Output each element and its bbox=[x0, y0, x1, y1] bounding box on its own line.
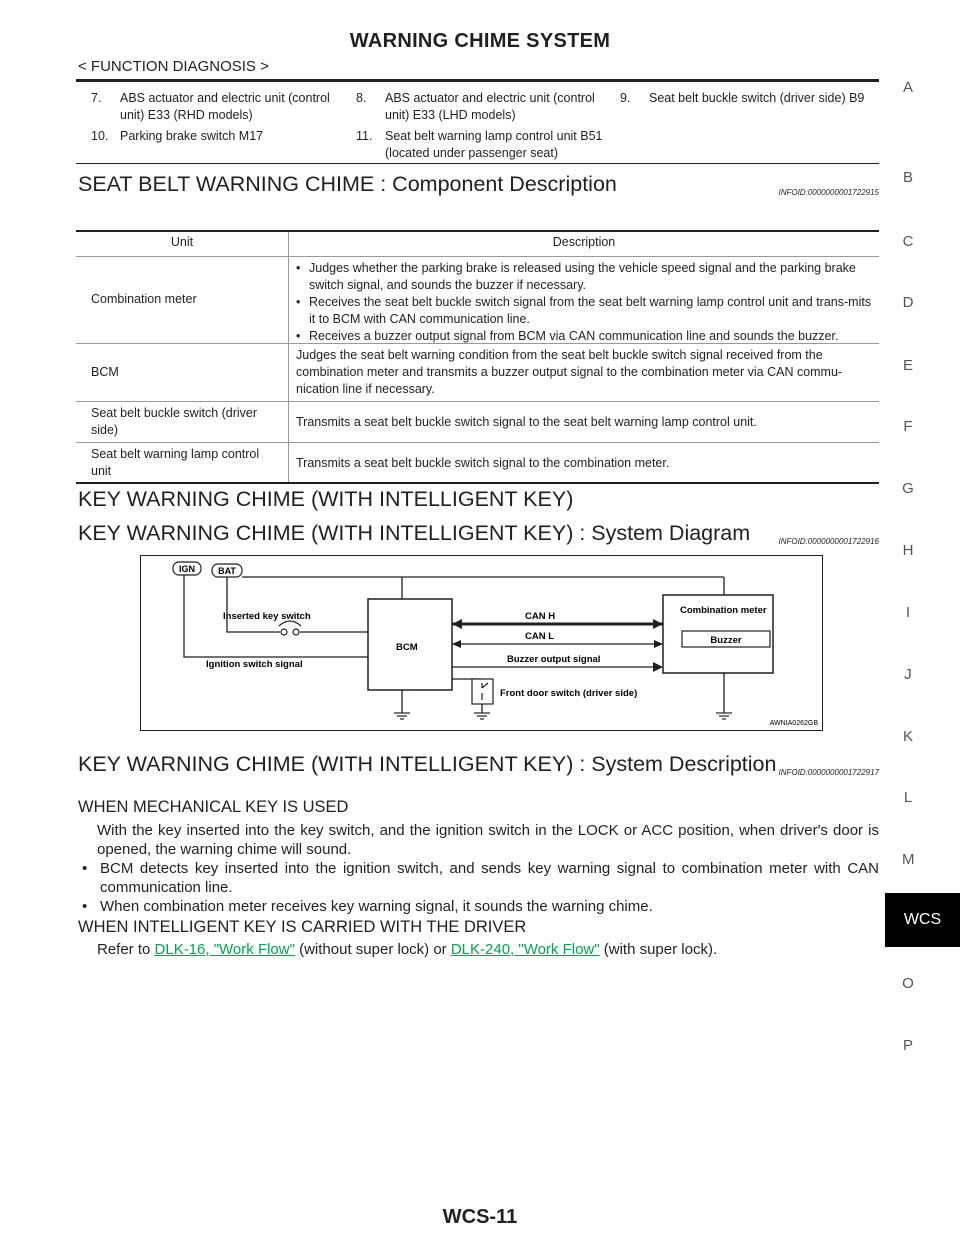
table-column-divider bbox=[288, 232, 289, 483]
page-number: WCS-11 bbox=[442, 1206, 518, 1228]
can-h-arrow-left bbox=[452, 619, 462, 629]
page-title: WARNING CHIME SYSTEM bbox=[349, 30, 611, 52]
buzzer-output-arrow bbox=[653, 662, 663, 672]
refer-mid: (without super lock) or bbox=[294, 941, 451, 958]
side-index-m[interactable]: M bbox=[902, 851, 915, 868]
side-index-h[interactable]: H bbox=[902, 542, 914, 559]
list-item: BCM detects key inserted into the igniti… bbox=[79, 859, 879, 897]
table-bottom-rule bbox=[76, 482, 879, 484]
side-index-b[interactable]: B bbox=[902, 169, 913, 186]
side-tab-wcs[interactable]: WCS bbox=[885, 893, 960, 947]
ign-terminal bbox=[172, 561, 202, 576]
side-index-j[interactable]: J bbox=[904, 666, 912, 683]
paragraph-mechanical-key: With the key inserted into the key switc… bbox=[97, 822, 879, 858]
bat-label: BAT bbox=[218, 566, 236, 576]
table-cell-unit: BCM bbox=[91, 365, 119, 379]
list-item: Judges whether the parking brake is rele… bbox=[290, 260, 880, 294]
can-l-label: CAN L bbox=[525, 631, 554, 642]
ground-symbol bbox=[716, 712, 732, 720]
side-index-f[interactable]: F bbox=[903, 418, 913, 435]
info-id: INFOID:0000000001722915 bbox=[778, 188, 879, 197]
ground-symbol bbox=[474, 712, 490, 720]
side-index-e[interactable]: E bbox=[902, 357, 913, 374]
table-cell-description: Transmits a seat belt buckle switch sign… bbox=[296, 415, 757, 429]
ignition-wire bbox=[183, 575, 368, 658]
mechanical-key-bullets: BCM detects key inserted into the igniti… bbox=[79, 859, 879, 916]
side-index-k[interactable]: K bbox=[902, 728, 913, 745]
table-cell-unit: Seat belt buckle switch (driver side) bbox=[91, 406, 258, 437]
buzzer-box bbox=[681, 630, 771, 648]
side-index-a[interactable]: A bbox=[902, 79, 913, 96]
table-cell-description: Judges the seat belt warning condition f… bbox=[296, 348, 843, 396]
inserted-key-switch-label: Inserted key switch bbox=[223, 611, 311, 622]
diagram-code: AWNIA0262GB bbox=[770, 720, 819, 727]
table-cell-description: Transmits a seat belt buckle switch sign… bbox=[296, 456, 670, 470]
table-cell-description: Judges whether the parking brake is rele… bbox=[290, 260, 880, 345]
can-h-label: CAN H bbox=[525, 611, 555, 622]
key-switch-arc bbox=[278, 620, 302, 627]
section-heading-component-description: SEAT BELT WARNING CHIME : Component Desc… bbox=[78, 172, 617, 196]
bcm-box bbox=[367, 598, 453, 691]
system-diagram: IGN BAT Inserted key switch Ignition swi… bbox=[140, 555, 823, 731]
front-door-switch-box bbox=[471, 678, 494, 705]
side-index-i[interactable]: I bbox=[905, 604, 911, 621]
side-index-g[interactable]: G bbox=[902, 480, 914, 497]
table-rule bbox=[76, 256, 879, 257]
can-h-arrow-right bbox=[653, 619, 663, 629]
front-door-switch-label: Front door switch (driver side) bbox=[500, 688, 637, 699]
buzzer-label: Buzzer bbox=[710, 635, 741, 646]
section-heading-system-diagram: KEY WARNING CHIME (WITH INTELLIGENT KEY)… bbox=[78, 521, 751, 545]
table-header-description: Description bbox=[552, 235, 616, 249]
can-l-arrow-right bbox=[654, 640, 663, 648]
link-dlk-16[interactable]: DLK-16, "Work Flow" bbox=[154, 941, 295, 958]
page-subtitle: < FUNCTION DIAGNOSIS > bbox=[78, 58, 269, 75]
list-item: Receives the seat belt buckle switch sig… bbox=[290, 294, 880, 328]
table-rule bbox=[76, 442, 879, 443]
table-rule bbox=[76, 401, 879, 402]
section-heading-system-description: KEY WARNING CHIME (WITH INTELLIGENT KEY)… bbox=[78, 752, 777, 776]
refer-prefix: Refer to bbox=[97, 941, 155, 958]
side-index-c[interactable]: C bbox=[902, 233, 914, 250]
header-rule bbox=[76, 79, 879, 82]
legend-item-11: 11. Seat belt warning lamp control unit … bbox=[356, 129, 603, 160]
list-item: When combination meter receives key warn… bbox=[79, 897, 879, 916]
legend-item-8: 8. ABS actuator and electric unit (contr… bbox=[356, 91, 595, 122]
legend-bottom-rule bbox=[76, 163, 879, 164]
bcm-label: BCM bbox=[396, 642, 418, 653]
refer-paragraph: Refer to DLK-16, "Work Flow" (without su… bbox=[97, 940, 879, 959]
side-index-d[interactable]: D bbox=[902, 294, 914, 311]
combination-meter-label: Combination meter bbox=[680, 605, 767, 616]
info-id: INFOID:0000000001722917 bbox=[778, 768, 879, 777]
ground-symbol bbox=[394, 712, 410, 720]
legend-item-7: 7. ABS actuator and electric unit (contr… bbox=[91, 91, 330, 122]
legend-item-9: 9. Seat belt buckle switch (driver side)… bbox=[620, 91, 865, 105]
side-index-p[interactable]: P bbox=[902, 1037, 913, 1054]
ign-label: IGN bbox=[179, 564, 195, 574]
key-switch-contact bbox=[280, 628, 288, 636]
subheading-mechanical-key: WHEN MECHANICAL KEY IS USED bbox=[78, 798, 349, 816]
battery-wire bbox=[226, 577, 280, 633]
table-header-unit: Unit bbox=[170, 235, 194, 249]
key-switch-contact bbox=[292, 628, 300, 636]
section-heading-key-warning: KEY WARNING CHIME (WITH INTELLIGENT KEY) bbox=[78, 487, 574, 511]
info-id: INFOID:0000000001722916 bbox=[778, 537, 879, 546]
link-dlk-240[interactable]: DLK-240, "Work Flow" bbox=[450, 941, 600, 958]
table-cell-unit: Combination meter bbox=[91, 292, 197, 306]
side-index-l[interactable]: L bbox=[903, 789, 913, 806]
can-l-arrow-left bbox=[452, 640, 461, 648]
legend-item-10: 10. Parking brake switch M17 bbox=[91, 129, 264, 143]
side-index-o[interactable]: O bbox=[902, 975, 914, 992]
table-top-rule bbox=[76, 230, 879, 232]
front-door-switch-symbol bbox=[481, 682, 489, 700]
list-item: Receives a buzzer output signal from BCM… bbox=[290, 328, 880, 345]
table-cell-unit: Seat belt warning lamp control unit bbox=[91, 447, 260, 478]
ignition-switch-signal-label: Ignition switch signal bbox=[206, 659, 303, 670]
refer-suffix: (with super lock). bbox=[599, 941, 718, 958]
table-rule bbox=[76, 343, 879, 344]
subheading-intelligent-key: WHEN INTELLIGENT KEY IS CARRIED WITH THE… bbox=[78, 918, 527, 936]
buzzer-output-signal-label: Buzzer output signal bbox=[507, 654, 600, 665]
